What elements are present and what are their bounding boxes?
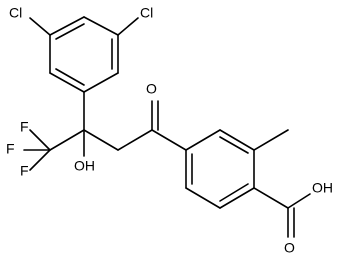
bond: [253, 187, 289, 209]
bond: [151, 129, 187, 151]
bond: [219, 187, 255, 209]
bond: [55, 68, 85, 86]
bond: [49, 16, 85, 36]
atom-f-left: F: [6, 141, 15, 157]
atom-f-top: F: [20, 119, 29, 135]
bond: [29, 129, 51, 151]
bond: [185, 187, 221, 209]
bond: [219, 129, 255, 151]
atom-labels: Cl Cl F F F OH O O OH: [6, 5, 333, 256]
bond: [117, 129, 153, 151]
bond: [253, 129, 289, 151]
atom-oh-acid: OH: [312, 180, 333, 196]
bond: [185, 129, 221, 151]
bond: [49, 72, 85, 93]
atom-f-bottom: F: [20, 163, 29, 179]
bond: [287, 193, 311, 209]
atom-oh-hydroxyl: OH: [74, 158, 95, 174]
bonds: [23, 16, 311, 238]
bond: [29, 149, 51, 171]
atom-cl-left: Cl: [9, 5, 22, 21]
bond: [49, 129, 85, 151]
bond: [29, 17, 51, 36]
bond: [219, 136, 249, 154]
atom-cl-right: Cl: [140, 5, 153, 21]
bond: [117, 17, 139, 36]
bond: [219, 183, 249, 202]
bond: [83, 16, 119, 36]
bond: [55, 23, 85, 40]
bond: [83, 129, 119, 151]
atom-o-carbonyl-acid: O: [284, 240, 295, 256]
bond: [83, 72, 119, 93]
atom-o-ketone: O: [146, 81, 157, 97]
